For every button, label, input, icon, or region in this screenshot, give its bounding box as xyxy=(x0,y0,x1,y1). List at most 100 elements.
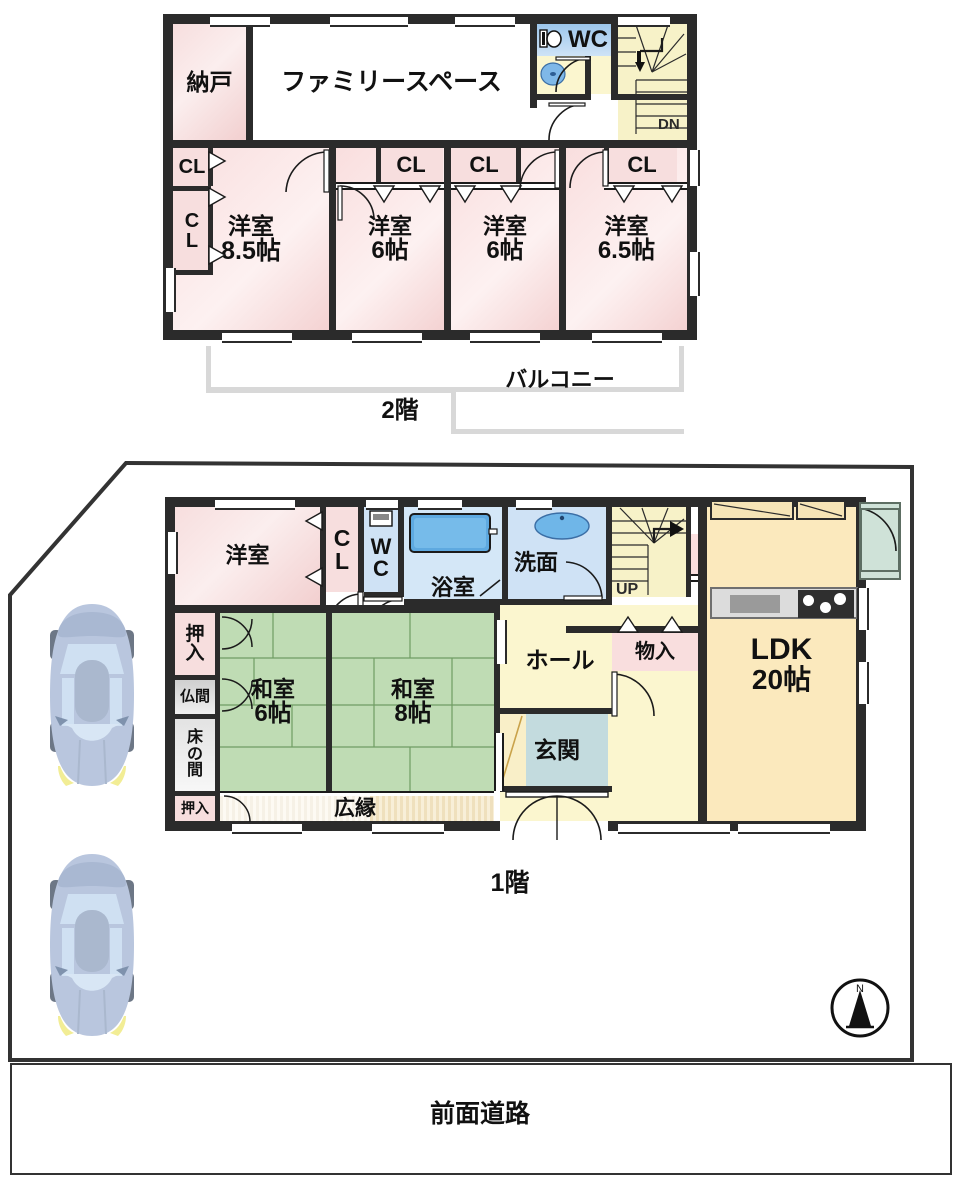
window-1f-washitsu-right xyxy=(495,620,507,664)
door-yokushitsu xyxy=(479,579,501,597)
door-youshitsu-6a xyxy=(337,185,375,221)
stairs-2f: DN xyxy=(618,24,687,140)
monoire2-door-mark xyxy=(616,615,684,633)
door-youshitsu-65 xyxy=(569,149,609,189)
wall-washitsu-top xyxy=(165,605,500,613)
window-2f-bot-3 xyxy=(470,331,540,343)
compass: N xyxy=(828,976,892,1040)
wall-nando-right xyxy=(246,24,253,140)
wall-closet2-bottom xyxy=(173,270,213,275)
balcony-step xyxy=(206,388,456,393)
wall-1f-left xyxy=(165,497,175,831)
storage-oshiire-1-label: 押 入 xyxy=(185,624,205,664)
wall-wc2f-left xyxy=(530,24,537,108)
window-2f-bot-4 xyxy=(592,331,662,343)
room-washitsu-6: 和室 6帖 xyxy=(220,613,326,791)
door-youshitsu-85 xyxy=(285,149,330,193)
road-area xyxy=(10,1063,952,1175)
wall-closet3-left xyxy=(376,148,381,182)
room-wc-2f-label: WC xyxy=(568,26,608,54)
wall-room1-right xyxy=(329,148,336,330)
closet-2f-3-door-marks xyxy=(372,185,442,204)
room-washitsu-8-name: 和室 xyxy=(390,676,435,702)
wall-yokushitsu-bottom xyxy=(404,599,508,605)
wall-washitsu-divider xyxy=(326,613,332,791)
window-2f-top-3 xyxy=(455,15,515,27)
wall-2f-top xyxy=(163,14,697,24)
wall-yokushitsu-right xyxy=(502,507,508,605)
floor1-label: 1階 xyxy=(490,869,530,897)
room-youshitsu-6b-area: 6帖 xyxy=(486,236,524,264)
wall-oshiire1-bottom xyxy=(175,675,220,680)
sink-icon xyxy=(534,512,590,540)
tatami-mat-lines xyxy=(220,613,326,791)
storage-oshiire-2-label: 押入 xyxy=(181,800,209,817)
window-2f-bot-1 xyxy=(222,331,292,343)
room-youshitsu-6b-name: 洋室 xyxy=(482,213,527,239)
closet-2f-4-door-marks xyxy=(453,185,523,204)
window-2f-bot-2 xyxy=(352,331,422,343)
room-ldk-name: LDK xyxy=(750,632,813,666)
wall-1f-bottom-left xyxy=(165,821,500,831)
site-plan: 前面道路 N xyxy=(0,440,960,1183)
alcove-butsuma: 仏間 xyxy=(175,680,215,714)
room-ldk-area: 20帖 xyxy=(751,664,812,696)
room-yokushitsu-label: 浴室 xyxy=(430,574,475,600)
room-nando-label: 納戸 xyxy=(186,68,233,95)
window-1f-right-1 xyxy=(857,588,869,630)
wall-monoire1-left xyxy=(686,507,691,597)
closet-2f-2: C L xyxy=(173,191,211,270)
wall-senmen-right xyxy=(606,497,612,605)
closet-2f-1: CL xyxy=(173,148,211,186)
closet-2f-5-door-line xyxy=(604,182,687,190)
wall-stair2f-bottom xyxy=(611,94,687,100)
room-washitsu-6-area: 6帖 xyxy=(254,699,292,727)
floor-1-plan: 洋室 C L W C xyxy=(0,440,960,1060)
wall-cl1f-right xyxy=(358,507,364,592)
wall-butsuma-right xyxy=(215,680,220,714)
floor2-label: 2階 xyxy=(381,397,419,424)
ldk-cabinet-1 xyxy=(710,500,794,520)
storage-oshiire-1: 押 入 xyxy=(175,613,215,675)
wall-closet2-right xyxy=(208,191,213,270)
road-label: 前面道路 xyxy=(429,1100,530,1128)
wall-2f-corridor-bottom xyxy=(163,140,697,148)
room-genkan-label: 玄関 xyxy=(534,736,580,763)
closet-2f-5-label: CL xyxy=(627,152,657,178)
stair-steps-icon xyxy=(612,507,686,597)
window-1f-bot-3 xyxy=(618,822,730,834)
storage-oshiire-2: 押入 xyxy=(175,796,215,821)
wall-genkan-top xyxy=(500,708,612,714)
closet-2f-3-label: CL xyxy=(396,152,426,178)
room-youshitsu-1f: 洋室 xyxy=(175,507,320,605)
stairs-1f: UP xyxy=(612,507,686,598)
room-youshitsu-65-name: 洋室 xyxy=(604,213,649,239)
floor-2-plan: 納戸 ファミリースペース WC xyxy=(0,0,960,440)
ldk-exterior-door xyxy=(859,502,901,580)
balcony-label: バルコニー xyxy=(505,367,615,392)
genkan-step xyxy=(500,714,526,786)
alcove-tokonoma: 床 の 間 xyxy=(175,719,215,791)
room-youshitsu-85-area: 8.5帖 xyxy=(221,236,281,265)
window-2f-right xyxy=(688,252,700,296)
window-1f-top-3 xyxy=(418,498,462,510)
window-1f-top-2 xyxy=(366,498,398,510)
wall-butsuma-bottom xyxy=(175,714,220,719)
ldk-exterior-door-top xyxy=(859,502,901,510)
wall-youshitsu1f-right xyxy=(320,507,326,605)
toilet-icon xyxy=(539,29,562,48)
room-family-space-label: ファミリースペース xyxy=(281,67,502,96)
tatami-mat-lines xyxy=(332,613,494,791)
window-1f-bot-4 xyxy=(738,822,830,834)
wall-genkan-bottom xyxy=(500,786,612,792)
compass-north-icon: N xyxy=(830,978,890,1038)
closet-1f-label: C L xyxy=(333,524,351,574)
closet-2f-5: CL xyxy=(607,148,677,182)
room-youshitsu-6a-area: 6帖 xyxy=(371,236,409,264)
door-wc-2f xyxy=(555,56,591,93)
wall-1f-right xyxy=(856,497,866,821)
bathtub-icon xyxy=(409,513,498,553)
closet-2f-door-marks xyxy=(208,150,227,266)
window-2f-left xyxy=(164,268,176,312)
window-1f-bot-1 xyxy=(232,822,302,834)
